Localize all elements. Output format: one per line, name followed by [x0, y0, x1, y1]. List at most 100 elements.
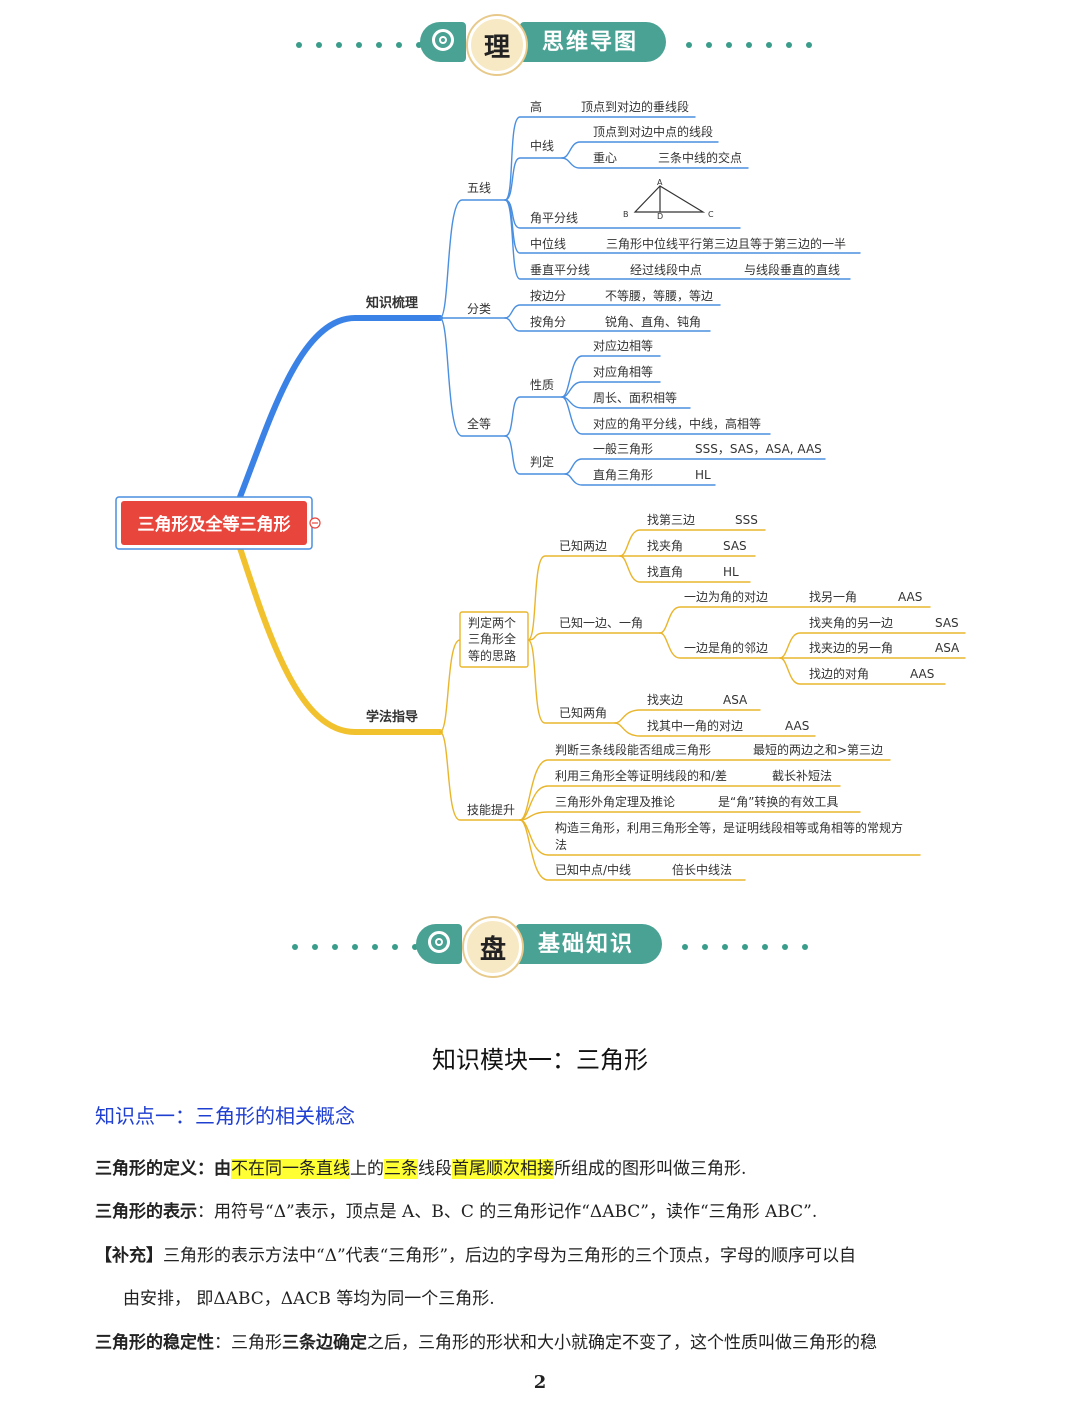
node-xingzhi-item: 对应边相等	[593, 338, 653, 353]
node-xingzhi-item: 周长、面积相等	[593, 391, 677, 405]
node-jineng: 技能提升	[467, 802, 515, 817]
node-duibian: 一边为角的对边	[684, 589, 768, 604]
branch-method-curve	[237, 545, 443, 735]
node-liangjiao-i1: 找夹边	[647, 693, 683, 707]
node-zhongweixian: 中位线	[530, 236, 566, 251]
triangle-pt-c: C	[708, 210, 714, 219]
angle-bisector-triangle	[633, 185, 706, 213]
node-jiaopingfen: 角平分线	[530, 211, 578, 225]
banner-dots-left	[292, 944, 418, 950]
stability-paragraph: 三角形的稳定性：三角形三条边确定之后，三角形的形状和大小就确定不变了，这个性质叫…	[95, 1333, 877, 1353]
node-xingzhi: 性质	[530, 378, 554, 392]
mind-map: 三角形及全等三角形 知识梳理 学法指导 五线 高 顶点到对边的垂线段 中线 顶点…	[115, 99, 966, 881]
node-zhongweixian-desc: 三角形中位线平行第三边且等于第三边的一半	[606, 236, 846, 251]
node-jineng-r1v: 最短的两边之和>第三边	[753, 742, 883, 757]
node-jineng-r5v: 倍长中线法	[672, 862, 732, 877]
root-node-label: 三角形及全等三角形	[138, 514, 291, 535]
node-jineng-r2: 利用三角形全等证明线段的和/差	[555, 768, 727, 783]
node-chuizhi-desc1: 经过线段中点	[630, 262, 702, 277]
supplement-label: 【补充】	[95, 1246, 163, 1266]
highlight-text: 不在同一条直线	[231, 1159, 350, 1179]
silu-node-box	[459, 611, 529, 668]
node-chuizhi: 垂直平分线	[530, 263, 590, 277]
banner-dots-left	[296, 42, 422, 48]
node-xingzhi-item: 对应角相等	[593, 364, 653, 379]
node-yiban-desc: SSS，SAS，ASA, AAS	[695, 442, 822, 456]
node-fenlei: 分类	[467, 302, 491, 316]
node-jiao: 按角分	[530, 315, 566, 329]
node-linbian: 一边是角的邻边	[684, 640, 768, 655]
banner-badge: 盘	[464, 918, 522, 976]
node-liangbian: 已知两边	[559, 539, 607, 553]
supplement-paragraph-cont: 由安排， 即ΔABC，ΔACB 等均为同一个三角形.	[123, 1289, 495, 1309]
node-linbian-i1: 找夹角的另一边	[809, 615, 893, 630]
triangle-pt-a: A	[657, 178, 663, 187]
banner-label: 基础知识	[516, 924, 662, 964]
node-zhijiao: 直角三角形	[593, 468, 653, 482]
node-silu-l1: 判定两个	[468, 615, 516, 630]
definition-paragraph: 三角形的定义：由不在同一条直线上的三条线段首尾顺次相接所组成的图形叫做三角形.	[95, 1159, 747, 1179]
node-bian-desc: 不等腰，等腰，等边	[605, 289, 713, 303]
node-jineng-r5: 已知中点/中线	[555, 862, 631, 877]
node-linbian-v1: SAS	[935, 616, 959, 630]
triangle-pt-b: B	[623, 210, 629, 219]
node-jineng-r3v: 是“角”转换的有效工具	[718, 794, 838, 809]
banner-label: 思维导图	[520, 22, 666, 62]
node-silu-l2: 三角形全	[468, 631, 516, 646]
module-title: 知识模块一：三角形	[432, 1046, 648, 1074]
node-zhijiao-desc: HL	[695, 468, 711, 482]
banner-dots-right	[686, 42, 812, 48]
node-jineng-r1: 判断三条线段能否组成三角形	[555, 742, 711, 757]
node-duibian-v1: AAS	[898, 590, 922, 604]
supplement-paragraph: 【补充】三角形的表示方法中“Δ”代表“三角形”，后边的字母为三角形的三个顶点，字…	[95, 1246, 857, 1266]
definition-label: 三角形的定义：由	[95, 1159, 231, 1179]
mindmap-section-banner: 思维导图 理	[0, 16, 1080, 76]
node-duibian-i1: 找另一角	[809, 590, 857, 604]
target-icon	[432, 29, 454, 51]
branch-knowledge-label: 知识梳理	[366, 295, 418, 311]
branch-method-label: 学法指导	[366, 709, 418, 725]
node-jineng-r2v: 截长补短法	[772, 769, 832, 783]
node-liangbian-i2: 找夹角	[647, 539, 683, 553]
node-liangbian-v2: SAS	[723, 539, 747, 553]
notation-paragraph: 三角形的表示：用符号“Δ”表示，顶点是 A、B、C 的三角形记作“ΔABC”，读…	[95, 1202, 818, 1222]
highlight-text: 三条	[384, 1159, 418, 1179]
node-xingzhi-item: 对应的角平分线，中线，高相等	[593, 416, 761, 431]
node-liangbian-i3: 找直角	[647, 565, 683, 579]
node-liangjiao-v2: AAS	[785, 719, 809, 733]
highlight-text: 首尾顺次相接	[452, 1159, 554, 1179]
node-bian: 按边分	[530, 289, 566, 303]
node-liangjiao-i2: 找其中一角的对边	[647, 718, 743, 733]
node-quandeng: 全等	[467, 416, 491, 431]
node-liangbian-i1: 找第三边	[647, 513, 695, 527]
node-yiban: 一般三角形	[593, 441, 653, 456]
stability-label: 三角形的稳定性	[95, 1333, 214, 1353]
node-yibianyijiao: 已知一边、一角	[559, 616, 643, 630]
branch-knowledge-curve	[237, 315, 443, 500]
node-liangbian-v3: HL	[723, 565, 739, 579]
knowledge-point-title: 知识点一：三角形的相关概念	[95, 1104, 355, 1128]
node-jineng-r3: 三角形外角定理及推论	[555, 794, 675, 809]
node-wuxian: 五线	[467, 181, 491, 195]
target-icon	[428, 931, 450, 953]
node-linbian-v2: ASA	[935, 641, 960, 655]
node-liangjiao-v1: ASA	[723, 693, 748, 707]
node-zhongxian-desc: 顶点到对边中点的线段	[593, 124, 713, 139]
node-zhongxian: 中线	[530, 138, 554, 153]
triangle-pt-d: D	[657, 212, 663, 221]
node-gao: 高	[530, 99, 542, 114]
node-linbian-v3: AAS	[910, 667, 934, 681]
node-zhongxin-desc: 三条中线的交点	[658, 150, 742, 165]
page-number: 2	[533, 1372, 547, 1393]
node-panding: 判定	[530, 454, 554, 469]
node-liangjiao: 已知两角	[559, 706, 607, 720]
node-chuizhi-desc2: 与线段垂直的直线	[744, 262, 840, 277]
node-liangbian-v1: SSS	[735, 513, 758, 527]
node-silu-l3: 等的思路	[468, 648, 516, 663]
node-zhongxin: 重心	[593, 151, 617, 165]
node-gao-desc: 顶点到对边的垂线段	[581, 99, 689, 114]
node-jineng-r4b: 法	[555, 838, 567, 852]
notation-label: 三角形的表示	[95, 1202, 197, 1222]
banner-dots-right	[682, 944, 808, 950]
banner-badge: 理	[468, 16, 526, 74]
